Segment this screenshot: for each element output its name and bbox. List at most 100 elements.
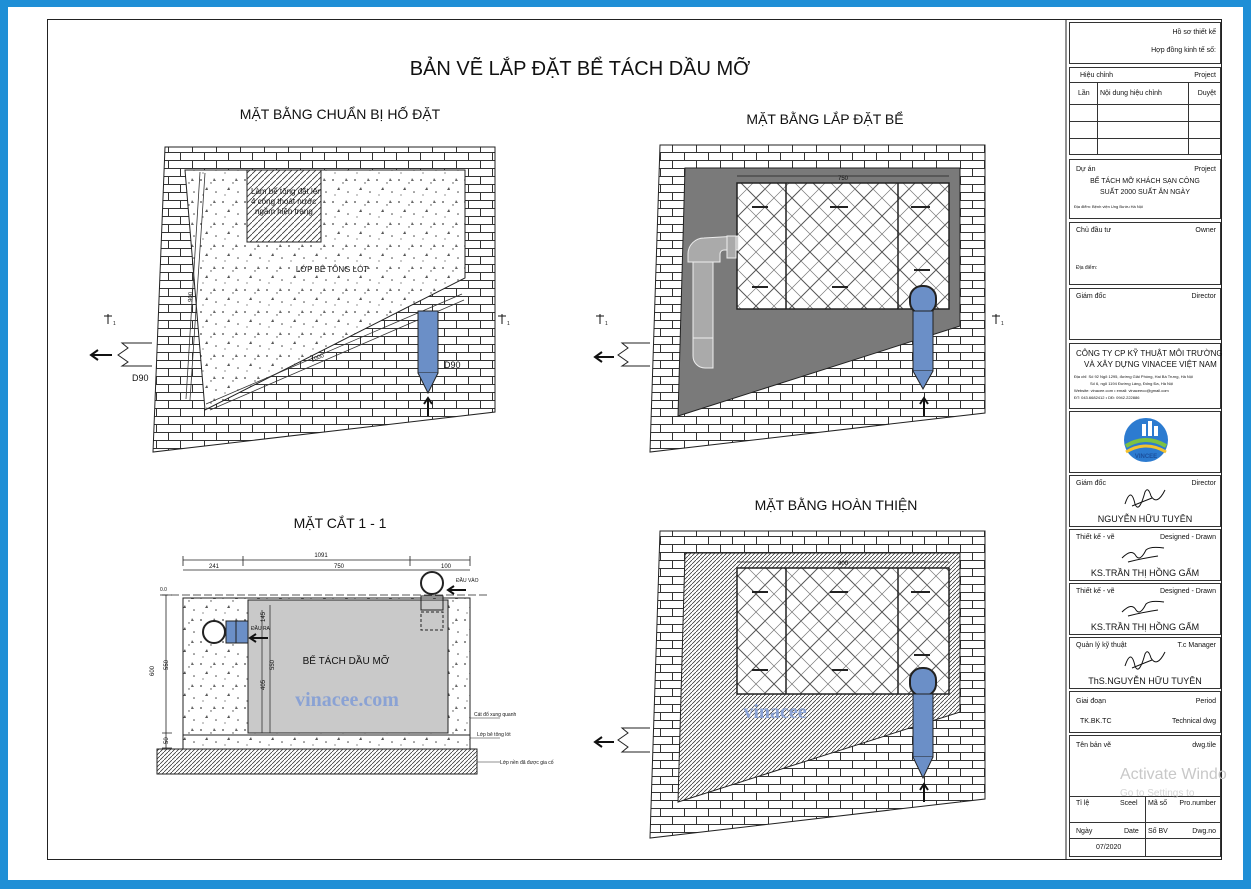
tb-maso: Mã số — [1148, 800, 1168, 807]
tb-tk1-name: KS.TRẦN THỊ HỒNG GẤM — [1090, 568, 1200, 578]
tb-tk1: Thiết kế - vẽ — [1076, 534, 1115, 541]
tb-dwg-cell: Tên bản vẽ dwg.tile Tỉ lệ Sceel Mã số Pr… — [1069, 735, 1221, 857]
section-level: 0.0 — [160, 587, 167, 593]
tb-duan-cell: Dự án Project BỂ TÁCH MỠ KHÁCH SẠN CÔNG … — [1069, 159, 1221, 219]
view-finish: MẶT BẰNG HOÀN THIỆN 900 vinacee — [593, 496, 986, 839]
tb-duan-name2: SUẤT 2000 SUẤT ĂN NGÀY — [1100, 189, 1190, 196]
view-section: MẶT CẮT 1 - 1 1091 241 750 100 0.0 600 5… — [150, 514, 554, 775]
finish-dim-top: 900 — [838, 561, 849, 567]
tb-tk2-name: KS.TRẦN THỊ HỒNG GẤM — [1090, 622, 1200, 632]
prep-floor-label: LỚP BÊ TÔNG LÓT — [296, 265, 368, 274]
tb-addr2: Số 6, ngõ 1194 Đường Láng, Đống Đa, Hà N… — [1090, 381, 1174, 386]
tb-period-val: Technical dwg — [1172, 718, 1216, 725]
section-dim-405: 405 — [261, 679, 267, 690]
prep-pipe-right: D90 — [444, 360, 461, 370]
tb-dwgtitle: dwg.tile — [1192, 742, 1216, 749]
tb-director2: Director — [1191, 480, 1216, 487]
activate-windows-watermark: Activate Windo — [1120, 766, 1227, 783]
tb-logo-cell: VINCEE — [1069, 411, 1221, 473]
install-dim-top: 750 — [838, 176, 849, 182]
tb-revision-cell: Hiệu chỉnh Project Lần Nội dung hiệu chỉ… — [1069, 67, 1221, 155]
tb-owner: Owner — [1195, 227, 1216, 234]
tb-tk2: Thiết kế - vẽ — [1076, 588, 1115, 595]
tb-hopdong: Hợp đồng kinh tế số: — [1151, 47, 1216, 54]
tb-period-cell: Giai đoạn Period TK.BK.TC Technical dwg — [1069, 691, 1221, 733]
tb-sobv: Số BV — [1148, 828, 1168, 835]
tb-duan-name1: BỂ TÁCH MỠ KHÁCH SẠN CÔNG — [1090, 178, 1200, 185]
tb-company2: VÀ XÂY DỰNG VINACEE VIỆT NAM — [1084, 360, 1217, 369]
tb-tk1-en: Designed - Drawn — [1159, 534, 1216, 541]
tb-director: Director — [1191, 293, 1216, 300]
tb-gd-name: NGUYỄN HỮU TUYÊN — [1097, 514, 1193, 524]
prep-dim-diag: 1000 — [310, 353, 325, 364]
prep-section-mark-left: 1 — [113, 321, 116, 327]
tb-addr1: Địa chỉ: Số 92 Ngõ 1295, đường Giải Phón… — [1074, 374, 1193, 379]
section-base-label: Lớp bê tông lót — [477, 732, 511, 738]
tb-project2: Project — [1194, 166, 1216, 173]
finish-title: MẶT BẰNG HOÀN THIỆN — [755, 496, 918, 513]
tb-date: Date — [1124, 828, 1139, 835]
tb-giamdoc2: Giám đốc — [1076, 480, 1106, 487]
prep-title: MẶT BẰNG CHUẨN BỊ HỐ ĐẶT — [240, 105, 441, 122]
tb-period: Period — [1195, 698, 1216, 705]
prep-section-mark-right: 1 — [507, 321, 510, 327]
tb-qlkt-cell: Quản lý kỹ thuật T.c Manager ThS.NGUYỄN … — [1069, 637, 1221, 689]
section-dim-50: 50 — [164, 737, 170, 744]
tb-dwgno: Dwg.no — [1192, 828, 1216, 835]
activate-windows-sub: Go to Settings to — [1120, 788, 1195, 799]
tb-chudautu: Chủ đầu tư — [1076, 227, 1112, 234]
signature-3 — [1121, 600, 1165, 617]
tb-project: Project — [1194, 72, 1216, 79]
section-inlet-label: ĐẦU VÀO — [456, 577, 479, 584]
signature-4 — [1124, 651, 1166, 670]
section-watermark: vinacee.com — [295, 689, 399, 711]
view-install: MẶT BẰNG LẮP ĐẶT BỂ 750 1 1 — [593, 110, 1004, 453]
section-dim-height: 600 — [150, 665, 156, 676]
section-dim-a: 241 — [209, 564, 220, 570]
tb-diadiem: Địa điểm: Bệnh viện Ung Bướu Hà Nội — [1074, 204, 1143, 209]
tb-qlkt-name: ThS.NGUYỄN HỮU TUYÊN — [1088, 676, 1202, 686]
tb-company1: CÔNG TY CP KỸ THUẬT MÔI TRƯỜNG — [1076, 349, 1223, 358]
signature-1 — [1124, 489, 1166, 508]
prep-note-3: ngầm hiện trạng — [255, 207, 313, 216]
tb-tk1-cell: Thiết kế - vẽ Designed - Drawn KS.TRẦN T… — [1069, 529, 1221, 581]
tb-hoso-cell: Hồ sơ thiết kế Hợp đồng kinh tế số: — [1069, 22, 1221, 64]
section-dim-total: 1091 — [314, 553, 328, 559]
tb-qlkt-en: T.c Manager — [1177, 642, 1216, 649]
tb-noidung: Nội dung hiệu chỉnh — [1100, 90, 1162, 97]
section-ground-label: Lớp nền đã được gia cố — [500, 760, 554, 766]
tb-tk2-cell: Thiết kế - vẽ Designed - Drawn KS.TRẦN T… — [1069, 583, 1221, 635]
tb-owner-cell: Chủ đầu tư Owner Địa điểm: — [1069, 222, 1221, 285]
tb-tk2-en: Designed - Drawn — [1159, 588, 1216, 595]
section-fill-label: Cát đổ xung quanh — [474, 711, 516, 718]
section-dim-inner: 550 — [164, 659, 170, 670]
tb-duan: Dự án — [1076, 166, 1096, 173]
install-section-mark-right: 1 — [1001, 321, 1004, 327]
install-title: MẶT BẰNG LẮP ĐẶT BỂ — [746, 110, 903, 127]
tb-hieuchinh: Hiệu chỉnh — [1080, 72, 1114, 79]
main-title: BẢN VẼ LẮP ĐẶT BỂ TÁCH DẦU MỠ — [410, 56, 751, 80]
finish-watermark: vinacee — [743, 701, 806, 723]
company-logo: VINCEE — [1124, 418, 1168, 462]
tb-giadoan-val: TK.BK.TC — [1080, 718, 1112, 725]
tb-duyet: Duyệt — [1197, 90, 1216, 97]
section-dim-b: 750 — [334, 564, 345, 570]
section-dim-c: 100 — [441, 564, 452, 570]
view-prep: MẶT BẰNG CHUẨN BỊ HỐ ĐẶT Làm bể tông đặt… — [89, 105, 510, 453]
tb-addr4: ĐT: 043.6682412 • DĐ: 0942.222886 — [1074, 395, 1140, 400]
section-tank-label: BỂ TÁCH DẦU MỠ — [303, 654, 390, 667]
tb-ngay: Ngày — [1076, 828, 1093, 835]
tb-giadoan: Giai đoạn — [1076, 698, 1106, 705]
tb-date-val: 07/2020 — [1096, 844, 1122, 851]
drawing-frame — [47, 19, 1222, 860]
tb-diadiem2: Địa điểm: — [1076, 265, 1098, 271]
tb-giamdoc-cell: Giám đốc Director — [1069, 288, 1221, 340]
prep-note-2: 4 cống thoát nước — [251, 197, 316, 206]
signature-2 — [1121, 546, 1165, 563]
section-title: MẶT CẮT 1 - 1 — [294, 514, 387, 531]
prep-dim-side: 900 — [188, 291, 194, 302]
section-dim-145: 145 — [261, 611, 267, 622]
tb-gd-cell: Giám đốc Director NGUYỄN HỮU TUYÊN — [1069, 475, 1221, 527]
section-dim-inner2: 550 — [270, 659, 276, 670]
